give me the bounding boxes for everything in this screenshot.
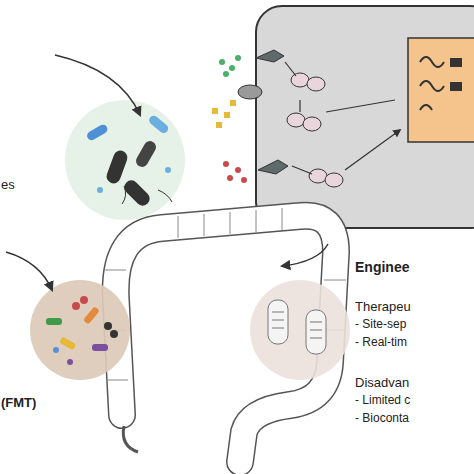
receptor-symbol-part — [325, 173, 343, 187]
colon-outline — [104, 208, 346, 462]
fmt-circle-part — [92, 344, 108, 351]
microbiome-circle-part — [65, 100, 185, 220]
microbiome-circle-part — [97, 187, 103, 193]
microbiome-circle-part — [85, 123, 109, 142]
signal-molecule-part — [219, 59, 225, 65]
subheading: Disadvan — [355, 376, 409, 390]
fmt-circle-part — [67, 359, 73, 365]
receptor-symbol-part — [258, 160, 288, 174]
flow-arrow-part — [55, 55, 140, 115]
signal-molecule-part — [216, 122, 222, 128]
receptor-symbol — [238, 50, 400, 187]
engineered-cell-part — [408, 38, 474, 142]
fmt-circle-part — [53, 347, 59, 353]
fmt-circle-part — [72, 302, 80, 310]
signal-molecule-part — [223, 161, 229, 167]
fmt-circle-part — [110, 330, 118, 338]
fmt-circle-part — [104, 322, 112, 330]
device-circle-part — [268, 300, 288, 344]
list-item: - Site-sep — [355, 318, 406, 331]
microbiome-circle-part — [122, 186, 172, 204]
device-circle — [250, 280, 350, 380]
device-circle-part — [272, 312, 322, 338]
receptor-symbol-part — [287, 113, 305, 127]
signal-molecule-part — [224, 112, 230, 118]
signal-molecule-part — [227, 175, 233, 181]
signal-molecule-part — [241, 177, 247, 183]
signal-molecule-part — [223, 71, 229, 77]
microbiome-circle-part — [147, 114, 170, 135]
list-item: - Real-tim — [355, 336, 407, 349]
receptor-symbol-part — [291, 73, 309, 87]
signal-molecule-part — [229, 65, 235, 71]
subheading: Therapeu — [355, 300, 411, 314]
list-item: - Limited c — [355, 394, 410, 407]
flow-arrow-part — [282, 244, 328, 266]
fmt-circle-part — [80, 296, 88, 304]
signal-molecule-part — [235, 167, 241, 173]
fmt-circle-part — [30, 280, 130, 380]
engineered-cell-part — [420, 57, 444, 110]
engineered-cell-part — [450, 82, 462, 91]
signal-molecule — [212, 55, 247, 183]
colon-outline-part — [123, 426, 138, 452]
list-item: - Bioconta — [355, 412, 409, 425]
microbiome-circle-part — [105, 149, 130, 186]
receptor-symbol-part — [238, 85, 262, 99]
receptor-symbol-part — [256, 50, 284, 62]
signal-molecule-part — [212, 108, 218, 114]
fmt-circle-part — [59, 336, 76, 350]
device-circle-part — [306, 310, 326, 354]
signal-molecule-part — [235, 55, 241, 61]
engineered-cell-part — [450, 58, 462, 67]
flow-arrow-part — [6, 252, 52, 290]
engineered-cell — [256, 6, 474, 228]
receptor-symbol-part — [303, 117, 321, 131]
method-label: (FMT) — [1, 396, 36, 410]
flow-arrow — [6, 55, 328, 290]
fmt-circle — [30, 280, 130, 380]
microbiome-circle-part — [121, 177, 152, 208]
receptor-symbol-part — [307, 77, 325, 91]
engineered-cell-part — [256, 6, 474, 228]
section-heading: Enginee — [355, 260, 409, 275]
fmt-circle-part — [83, 306, 100, 324]
microbiome-circle-part — [134, 139, 158, 169]
microbiome-circle — [65, 100, 185, 220]
receptor-symbol-part — [285, 62, 400, 174]
fmt-circle-part — [46, 318, 62, 325]
signal-molecule-part — [230, 100, 236, 106]
receptor-symbol-part — [309, 169, 327, 183]
device-circle-part — [250, 280, 350, 380]
cut-label: es — [1, 178, 15, 192]
microbiome-circle-part — [165, 167, 171, 173]
